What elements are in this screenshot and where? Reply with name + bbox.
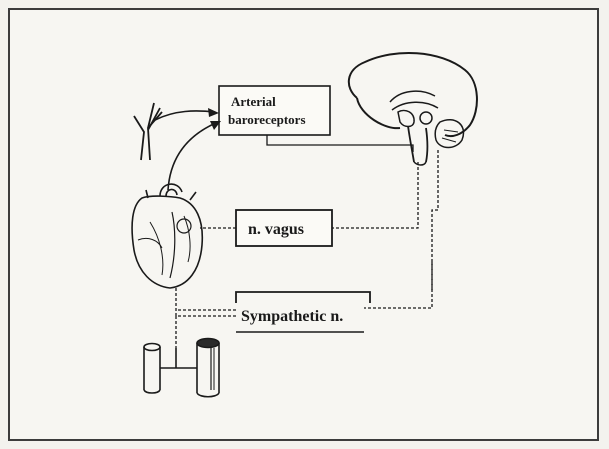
sympathetic-label: Sympathetic n. bbox=[241, 308, 343, 325]
baroreceptors-label-line1: Arterial bbox=[231, 94, 276, 109]
baroreceptors-box: Arterial baroreceptors bbox=[219, 86, 330, 135]
vagus-label: n. vagus bbox=[248, 221, 304, 238]
baroreceptors-label-line2: baroreceptors bbox=[228, 112, 306, 127]
vagus-box: n. vagus bbox=[236, 210, 332, 246]
